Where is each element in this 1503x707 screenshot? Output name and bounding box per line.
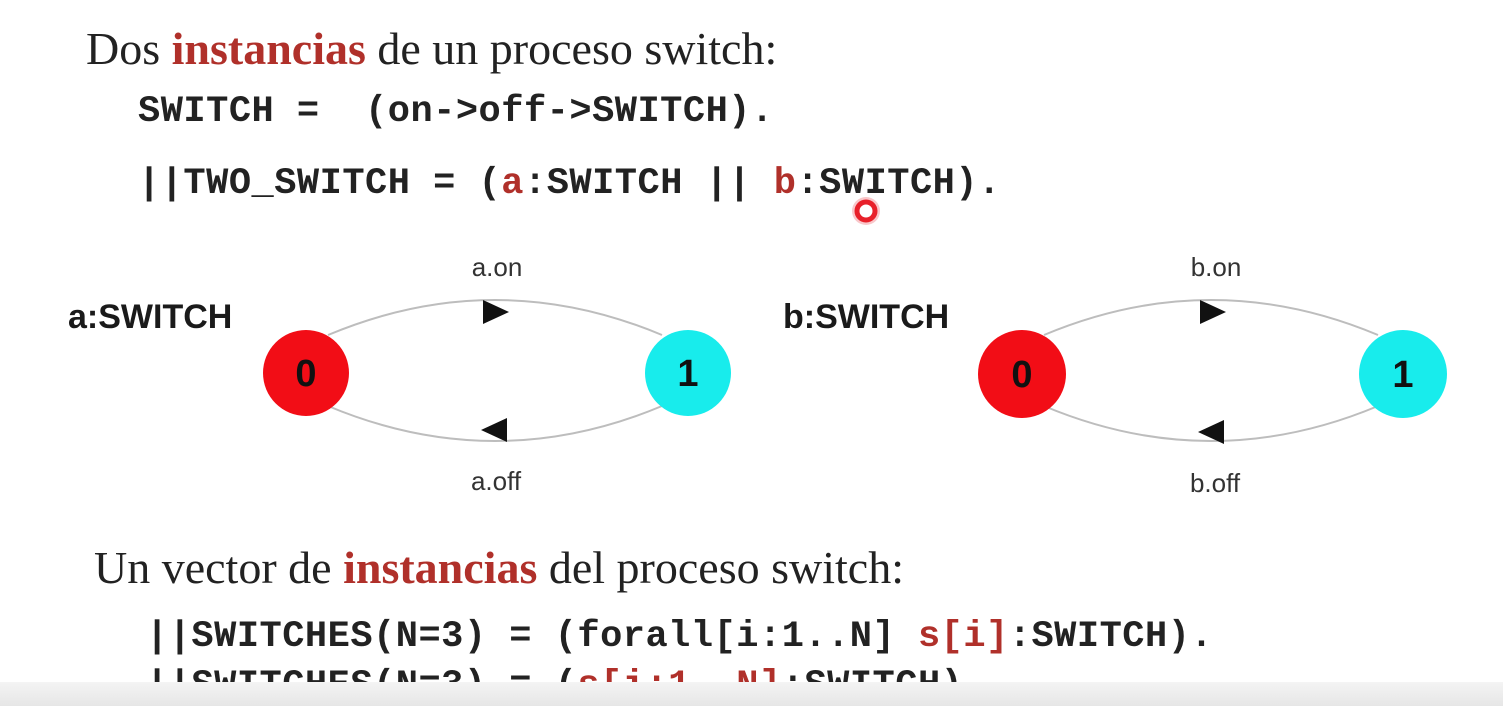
heading2-prefix: Un vector de	[94, 542, 344, 593]
diagram-a-left-arrow	[481, 418, 507, 442]
code2-prefix: ||TWO_SWITCH = (	[138, 163, 502, 205]
code3-highlight: s[i]	[917, 616, 1009, 658]
code3-prefix: ||SWITCHES(N=3) = (forall[i:1..N]	[146, 616, 918, 658]
diagram-a-top-edge	[327, 299, 663, 336]
heading1-highlight: instancias	[171, 23, 366, 74]
diagram-b-bottom-edge	[1043, 405, 1379, 442]
code-switches-forall: ||SWITCHES(N=3) = (forall[i:1..N] s[i]:S…	[146, 619, 1213, 656]
diagram-a-state-1	[645, 330, 731, 416]
diagram-b-top-label: b.on	[1191, 252, 1242, 282]
presenter-cursor-icon	[852, 197, 880, 225]
code2-suffix: :SWITCH).	[796, 163, 1001, 205]
code2-prefix-b: b	[773, 163, 797, 205]
heading2-highlight: instancias	[343, 542, 538, 593]
code2-middle: :SWITCH ||	[523, 163, 774, 205]
heading2-suffix: del proceso switch:	[537, 542, 904, 593]
code-two-switch-definition: ||TWO_SWITCH = (a:SWITCH || b:SWITCH).	[138, 166, 1001, 203]
diagram-a-state-1-label: 1	[677, 353, 698, 395]
heading-instance-vector: Un vector de instancias del proceso swit…	[94, 545, 904, 591]
diagram-a-bottom-edge	[327, 405, 663, 442]
diagram-a-bottom-label: a.off	[471, 466, 522, 496]
code-switch-definition: SWITCH = (on->off->SWITCH).	[138, 91, 774, 133]
diagram-b-title: b:SWITCH	[783, 298, 949, 336]
diagram-b-left-arrow	[1198, 420, 1224, 444]
code2-prefix-a: a	[501, 163, 524, 205]
diagram-b-switch: b:SWITCH b.on b.off 0 1	[783, 252, 1447, 498]
diagram-b-state-0-label: 0	[1011, 354, 1032, 396]
diagram-b-right-arrow	[1200, 300, 1226, 324]
diagram-a-state-0-label: 0	[295, 353, 316, 395]
diagram-b-top-edge	[1043, 299, 1379, 336]
bottom-edge-band	[0, 682, 1503, 706]
diagram-a-top-label: a.on	[472, 252, 523, 282]
heading1-suffix: de un proceso switch:	[365, 23, 778, 74]
diagram-b-state-1	[1359, 330, 1447, 418]
heading1-prefix: Dos	[86, 23, 172, 74]
diagram-b-state-1-label: 1	[1392, 354, 1413, 396]
diagram-b-state-0	[978, 330, 1066, 418]
diagram-a-switch: a:SWITCH a.on a.off 0 1	[68, 252, 731, 496]
code3-suffix: :SWITCH).	[1008, 616, 1214, 658]
diagram-a-right-arrow	[483, 300, 509, 324]
heading-two-instances: Dos instancias de un proceso switch:	[86, 26, 777, 72]
diagram-b-bottom-label: b.off	[1190, 468, 1241, 498]
diagram-a-state-0	[263, 330, 349, 416]
diagram-a-title: a:SWITCH	[68, 298, 232, 336]
